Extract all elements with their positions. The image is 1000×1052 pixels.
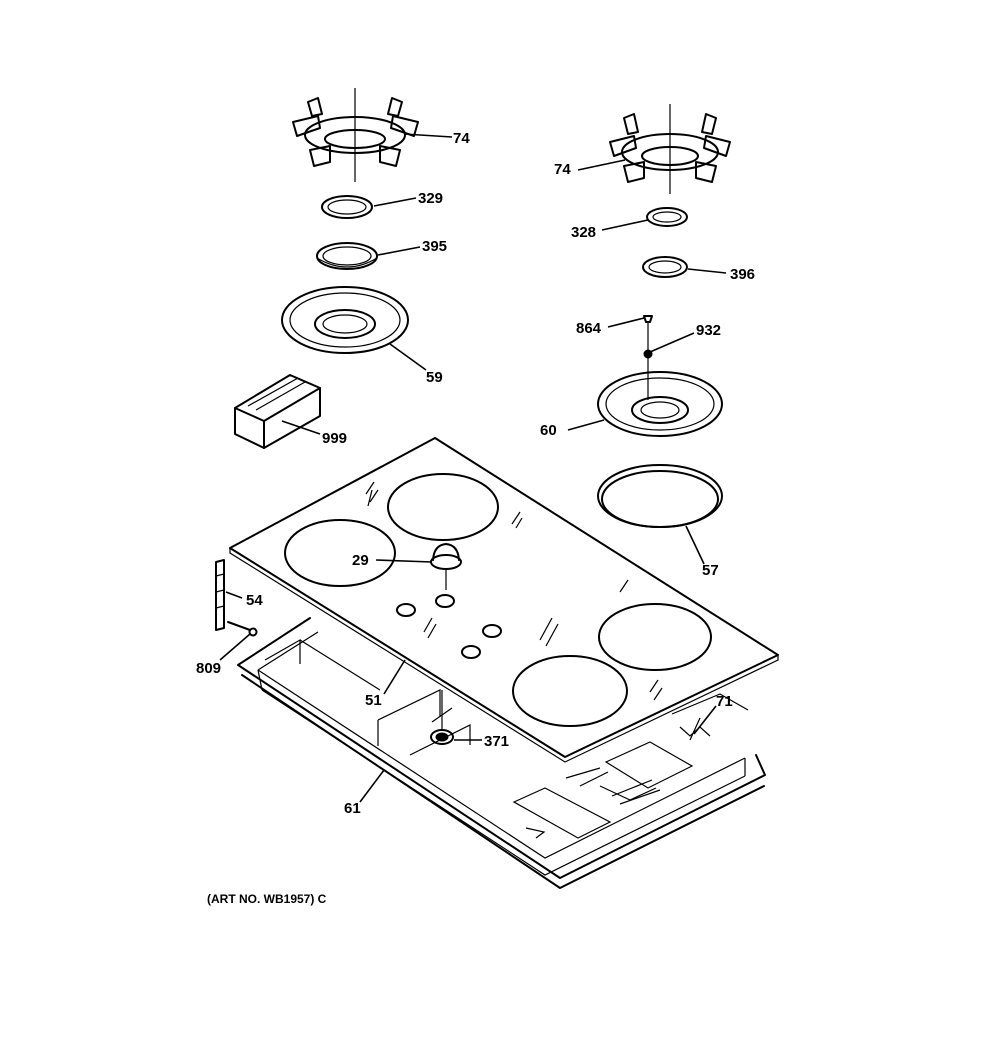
knob-part: [430, 543, 462, 590]
right-burner-cap-part: [646, 207, 688, 227]
glass-cooktop-part: [229, 437, 779, 763]
label-29: 29: [352, 552, 369, 569]
label-74-right: 74: [554, 161, 571, 178]
label-60: 60: [540, 422, 557, 439]
leader-lines: [219, 133, 727, 803]
label-71: 71: [716, 693, 733, 710]
bracket-screw-part: [227, 621, 258, 637]
label-932: 932: [696, 322, 721, 339]
right-grate-part: [609, 104, 731, 194]
part-labels: 74 329 395 59 999 74 328 396 864 932 60 …: [196, 130, 755, 817]
label-371: 371: [484, 733, 509, 750]
left-burner-bowl-part: [281, 286, 409, 354]
label-54: 54: [246, 592, 263, 609]
ignition-module-part: [234, 374, 321, 449]
label-809: 809: [196, 660, 221, 677]
left-grate-part: [292, 88, 419, 182]
washer-part: [643, 349, 653, 400]
left-burner-ring-part: [316, 242, 378, 270]
label-999: 999: [322, 430, 347, 447]
screw-part: [643, 315, 653, 350]
label-396: 396: [730, 266, 755, 283]
right-burner-bowl-part: [597, 371, 723, 437]
label-57: 57: [702, 562, 719, 579]
label-61: 61: [344, 800, 361, 817]
label-74-left: 74: [453, 130, 470, 147]
label-328: 328: [571, 224, 596, 241]
label-395: 395: [422, 238, 447, 255]
art-number-caption: (ART NO. WB1957) C: [207, 892, 327, 906]
gasket-ring-part: [597, 464, 723, 528]
label-864: 864: [576, 320, 602, 337]
base-pan-part: [237, 617, 766, 889]
left-burner-cap-part: [321, 195, 373, 219]
label-51: 51: [365, 692, 382, 709]
bracket-part: [215, 559, 225, 631]
valve-orifice-part: [430, 690, 454, 745]
right-burner-ring-part: [642, 256, 688, 278]
label-59: 59: [426, 369, 443, 386]
label-329: 329: [418, 190, 443, 207]
